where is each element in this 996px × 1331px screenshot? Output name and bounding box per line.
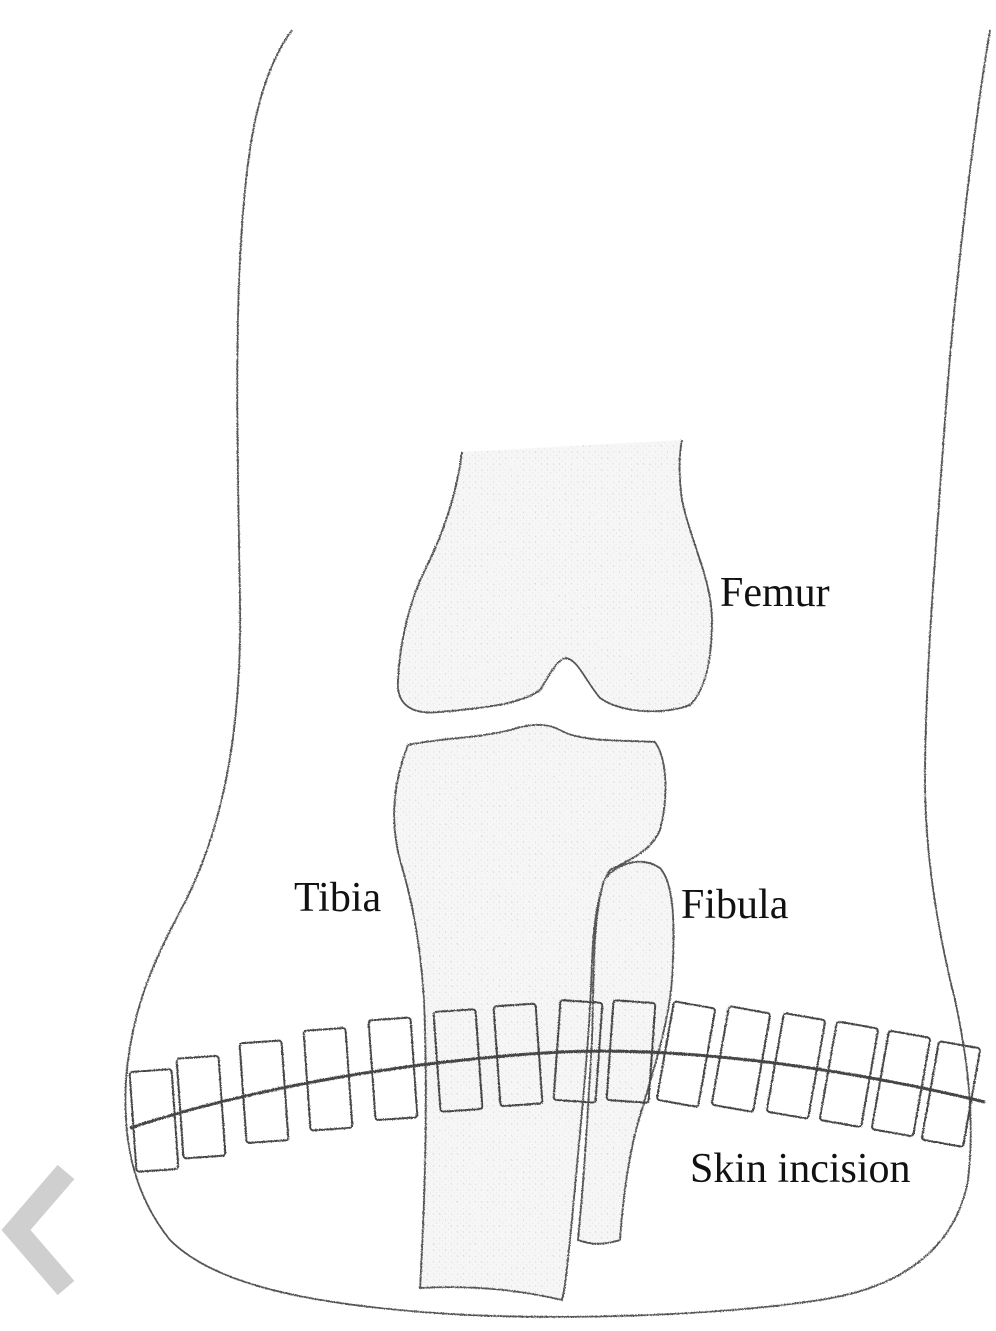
femur-label: Femur (720, 572, 830, 614)
tibia-label: Tibia (294, 877, 381, 919)
chevron-left-icon[interactable] (16, 1172, 66, 1288)
femur-shape (398, 440, 712, 713)
femur-bone (398, 440, 712, 713)
fibula-label: Fibula (681, 884, 788, 926)
skin-incision-label: Skin incision (690, 1148, 911, 1190)
